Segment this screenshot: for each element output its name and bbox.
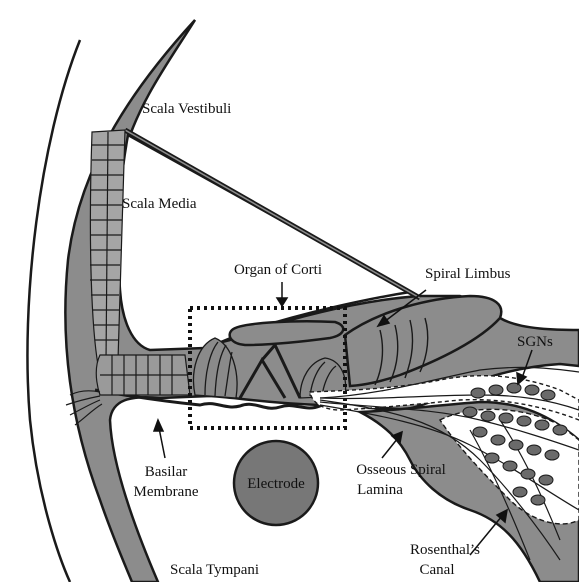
label-canal: Canal	[420, 562, 455, 578]
label-spiral-limbus: Spiral Limbus	[425, 266, 511, 282]
corti-cell-row	[96, 355, 190, 395]
label-rosenthals: Rosenthal’s	[410, 542, 480, 558]
label-electrode: Electrode	[247, 476, 305, 492]
label-membrane: Membrane	[134, 484, 199, 500]
label-scala-media: Scala Media	[122, 196, 197, 212]
label-scala-vestibuli: Scala Vestibuli	[142, 101, 231, 117]
label-osseous-spiral: Osseous Spiral	[356, 462, 446, 478]
label-scala-tympani: Scala Tympani	[170, 562, 259, 578]
label-basilar: Basilar	[145, 464, 188, 480]
label-lamina: Lamina	[357, 482, 403, 498]
label-sgns: SGNs	[517, 334, 553, 350]
label-organ-of-corti: Organ of Corti	[234, 262, 322, 278]
